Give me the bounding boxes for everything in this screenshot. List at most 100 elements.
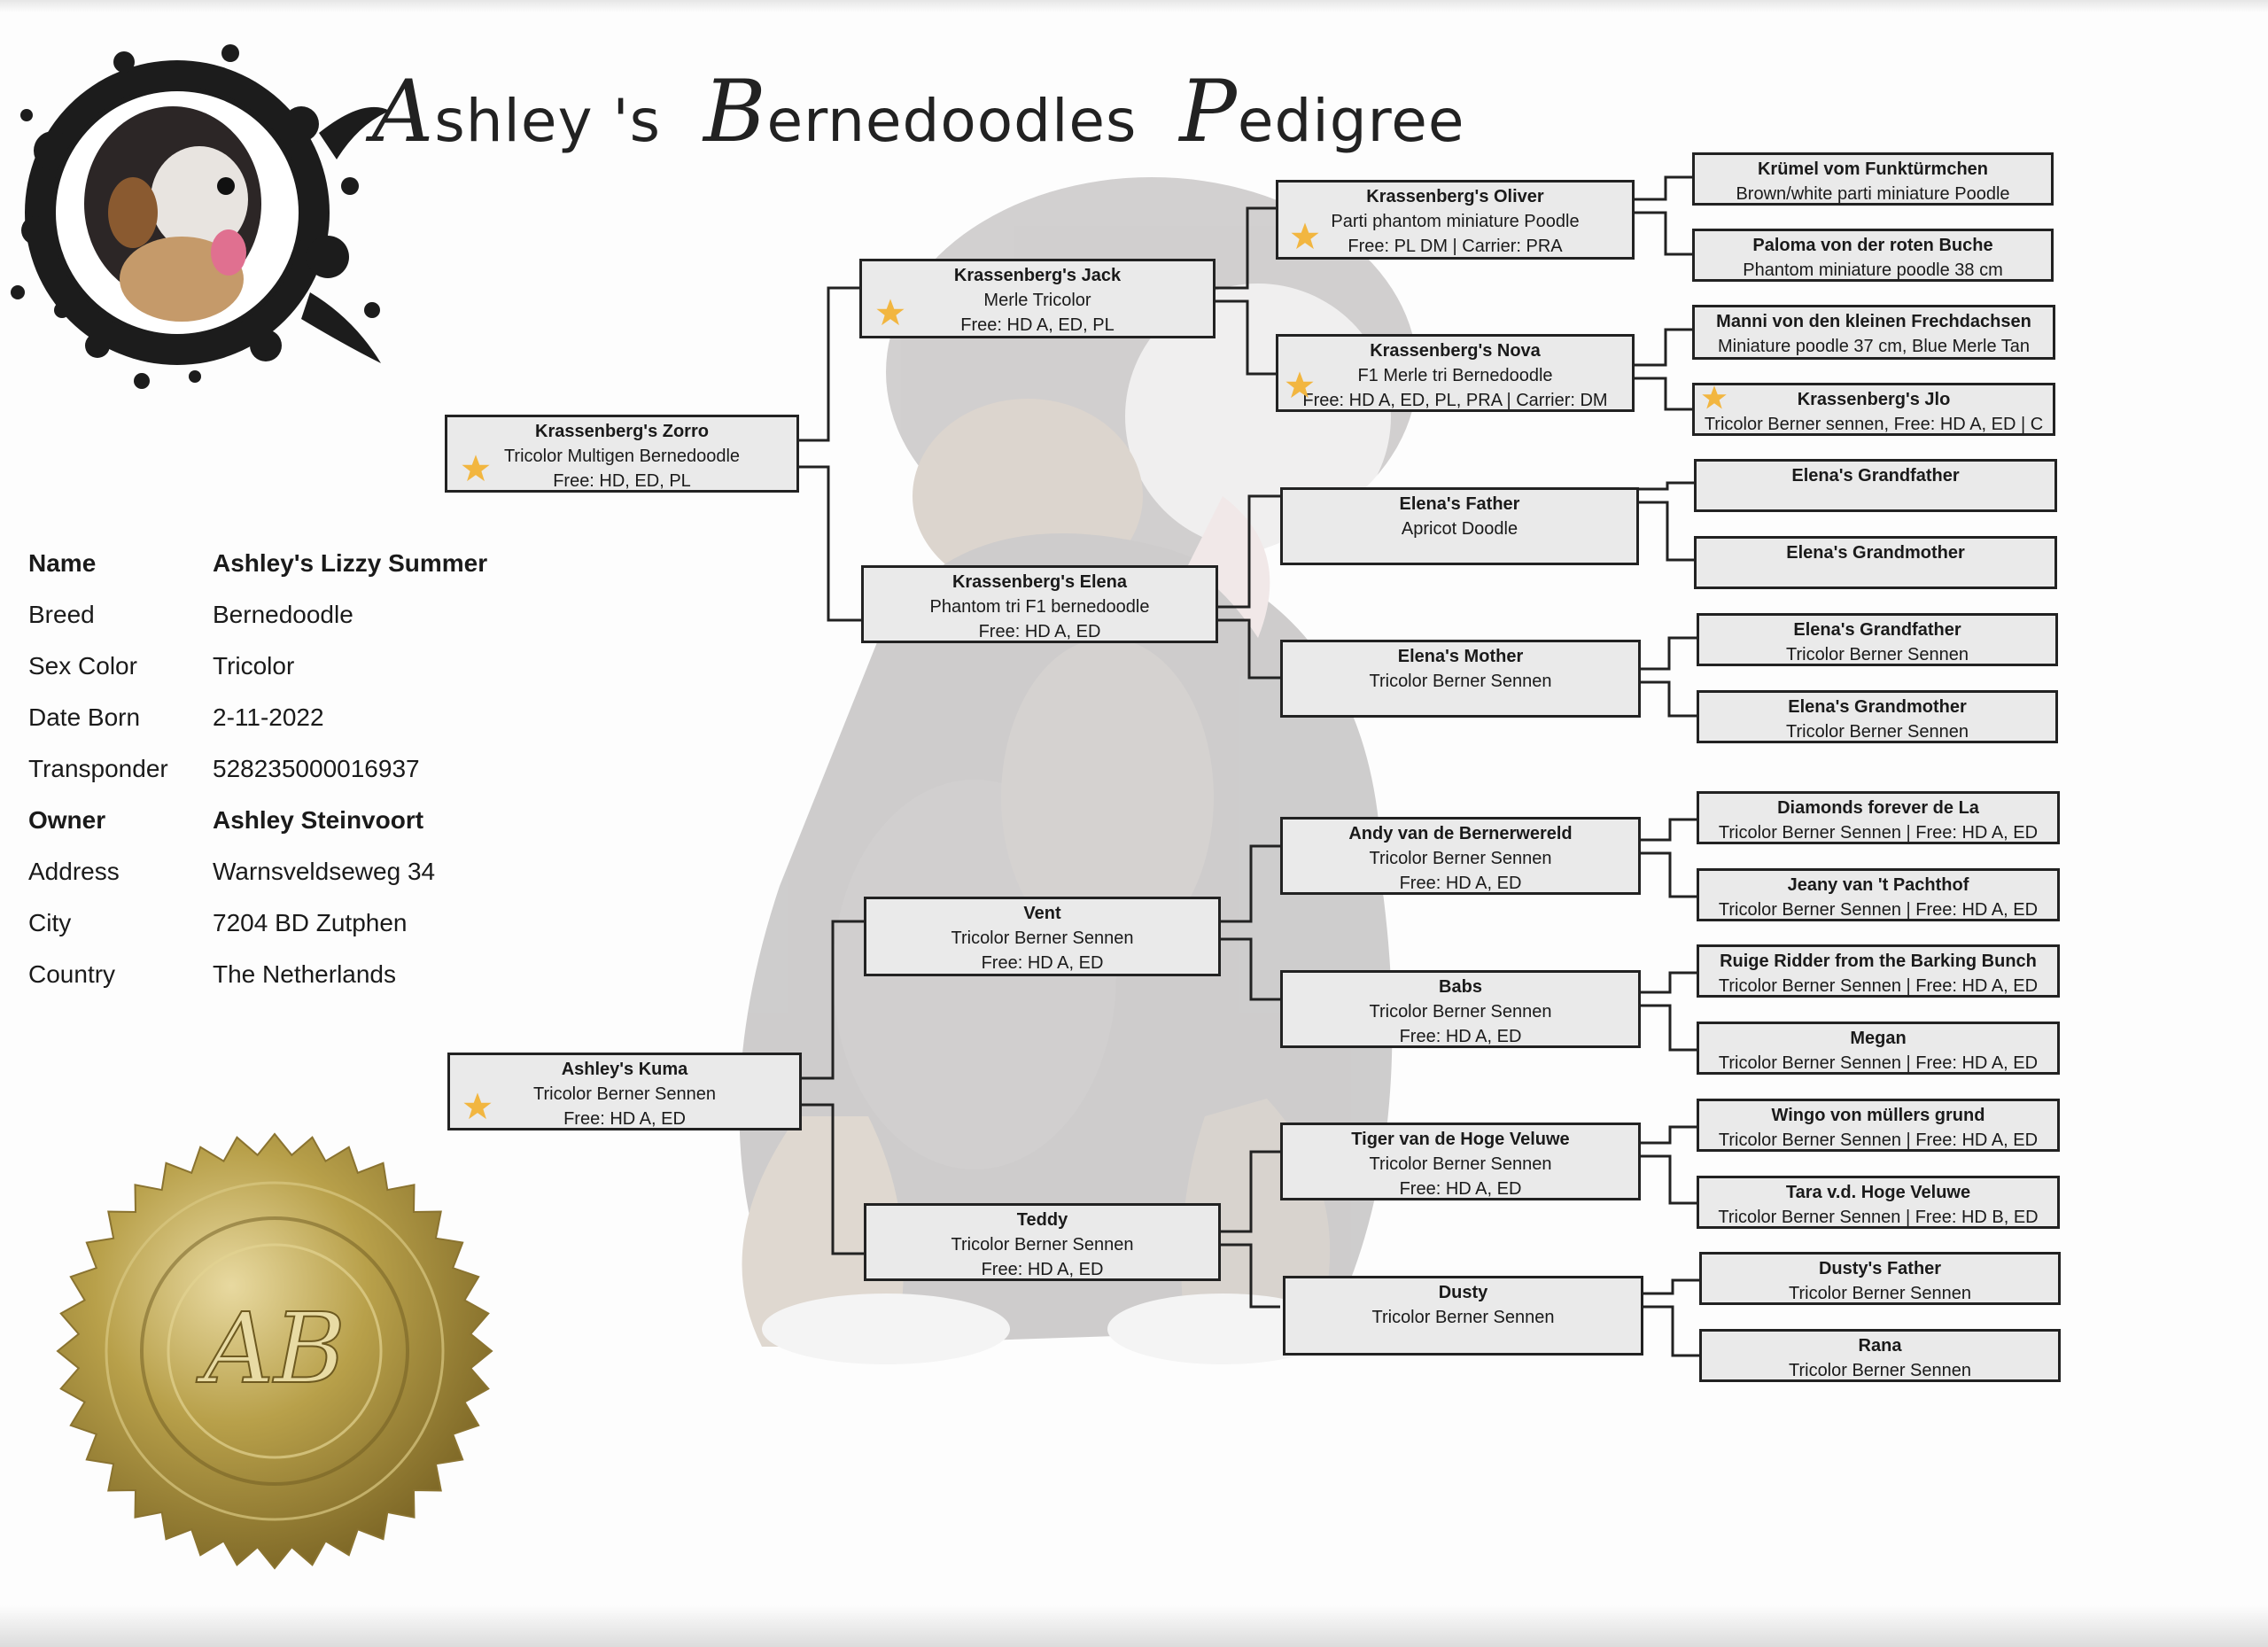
pedigree-box-gen3-6: Babs Tricolor Berner Sennen Free: HD A, … xyxy=(1280,970,1641,1048)
scan-edge-bottom xyxy=(0,1605,2268,1647)
pedigree-line: Tricolor Berner Sennen | Free: HD A, ED xyxy=(1718,1053,2039,1073)
pedigree-line: Tricolor Berner Sennen xyxy=(1785,645,1969,664)
pedigree-name: Megan xyxy=(1850,1029,1907,1048)
pedigree-line: Free: HD A, ED, PL, PRA | Carrier: DM xyxy=(1302,391,1608,410)
pedigree-line: Tricolor Berner Sennen | Free: HD A, ED xyxy=(1718,900,2039,920)
pedigree-line: Tricolor Berner Sennen | Free: HD A, ED xyxy=(1718,823,2039,843)
pedigree-name: Jeany van 't Pachthof xyxy=(1787,875,1969,895)
pedigree-line: Free: HD, ED, PL xyxy=(553,471,691,491)
pedigree-box-gen4-16: Rana Tricolor Berner Sennen xyxy=(1699,1329,2061,1382)
pedigree-line: Free: HD A, ED xyxy=(981,1260,1104,1279)
pedigree-line: F1 Merle tri Bernedoodle xyxy=(1357,366,1553,385)
pedigree-name: Ruige Ridder from the Barking Bunch xyxy=(1720,952,2037,971)
pedigree-line: Free: HD A, ED xyxy=(1399,1179,1522,1199)
pedigree-box-sire-dam: Krassenberg's Elena Phantom tri F1 berne… xyxy=(861,565,1218,643)
info-label-date-born: Date Born xyxy=(28,703,141,731)
pedigree-line: Tricolor Berner sennen, Free: HD A, ED |… xyxy=(1704,415,2044,434)
pedigree-box-gen4-11: Ruige Ridder from the Barking Bunch Tric… xyxy=(1697,944,2060,998)
title-rest-1: shley 's xyxy=(434,87,662,155)
pedigree-line: Tricolor Multigen Bernedoodle xyxy=(503,447,741,466)
pedigree-name: Ashley's Kuma xyxy=(561,1060,688,1079)
info-label-address: Address xyxy=(28,858,120,885)
pedigree-line: Tricolor Berner Sennen xyxy=(951,1235,1134,1255)
pedigree-line: Tricolor Berner Sennen xyxy=(1369,672,1552,691)
pedigree-name: Diamonds forever de La xyxy=(1777,798,1979,818)
pedigree-line: Tricolor Berner Sennen | Free: HD A, ED xyxy=(1718,1130,2039,1150)
star-icon xyxy=(1285,371,1314,399)
gold-seal-icon: AB xyxy=(56,1132,493,1570)
pedigree-line: Brown/white parti miniature Poodle xyxy=(1736,184,2010,204)
pedigree-name: Elena's Father xyxy=(1399,494,1520,514)
pedigree-line: Free: HD A, ED xyxy=(1399,1027,1522,1046)
pedigree-line: Free: PL DM | Carrier: PRA xyxy=(1348,237,1563,256)
pedigree-name: Andy van de Bernerwereld xyxy=(1348,824,1573,843)
star-icon xyxy=(463,1092,492,1120)
info-value-address: Warnsveldseweg 34 xyxy=(213,858,436,885)
pedigree-box-gen4-13: Wingo von müllers grund Tricolor Berner … xyxy=(1697,1099,2060,1152)
info-value-breed: Bernedoodle xyxy=(213,601,353,628)
pedigree-name: Elena's Grandmother xyxy=(1786,543,1965,563)
pedigree-box-gen4-2: Paloma von der roten Buche Phantom minia… xyxy=(1692,229,2054,282)
pedigree-name: Krassenberg's Nova xyxy=(1370,341,1541,361)
pedigree-line: Free: HD A, ED, PL xyxy=(960,315,1115,335)
pedigree-box-gen4-12: Megan Tricolor Berner Sennen | Free: HD … xyxy=(1697,1022,2060,1075)
info-value-date-born: 2-11-2022 xyxy=(213,703,324,731)
info-value-owner: Ashley Steinvoort xyxy=(213,806,424,834)
pedigree-name: Krassenberg's Jlo xyxy=(1797,390,1951,409)
star-icon xyxy=(1291,222,1319,250)
scan-edge-top xyxy=(0,0,2268,12)
pedigree-box-gen4-1: Krümel vom Funktürmchen Brown/white part… xyxy=(1692,152,2054,206)
pedigree-line: Free: HD A, ED xyxy=(978,622,1101,641)
info-label-city: City xyxy=(28,909,72,936)
pedigree-line: Tricolor Berner Sennen | Free: HD A, ED xyxy=(1718,976,2039,996)
info-label-breed: Breed xyxy=(28,601,95,628)
info-label-owner: Owner xyxy=(28,806,106,834)
pedigree-line: Tricolor Berner Sennen xyxy=(532,1084,717,1104)
pedigree-line: Tricolor Berner Sennen xyxy=(1369,849,1552,868)
pedigree-name: Krassenberg's Elena xyxy=(951,572,1128,592)
info-label-name: Name xyxy=(28,549,97,577)
pedigree-line: Tricolor Berner Sennen xyxy=(1371,1308,1555,1327)
info-value-country: The Netherlands xyxy=(213,960,397,988)
pedigree-name: Tara v.d. Hoge Veluwe xyxy=(1785,1183,1971,1202)
pedigree-box-gen4-14: Tara v.d. Hoge Veluwe Tricolor Berner Se… xyxy=(1697,1176,2060,1229)
pedigree-box-dam-sire: Vent Tricolor Berner Sennen Free: HD A, … xyxy=(864,897,1221,976)
pedigree-box-gen3-7: Tiger van de Hoge Veluwe Tricolor Berner… xyxy=(1280,1123,1641,1200)
title-rest-3: edigree xyxy=(1237,87,1465,155)
pedigree-name: Dusty xyxy=(1438,1283,1488,1302)
pedigree-line: Tricolor Berner Sennen | Free: HD B, ED xyxy=(1718,1208,2039,1227)
pedigree-name: Krassenberg's Jack xyxy=(953,266,1122,285)
pedigree-name: Elena's Grandfather xyxy=(1791,466,1960,486)
pedigree-box-gen4-3: Manni von den kleinen Frechdachsen Minia… xyxy=(1692,305,2055,360)
bernedoodle-logo-icon xyxy=(11,44,390,389)
pedigree-name: Rana xyxy=(1858,1336,1902,1356)
info-value-sex-color: Tricolor xyxy=(213,652,295,680)
pedigree-box-gen3-3: Elena's Father Apricot Doodle xyxy=(1280,487,1639,565)
pedigree-box-gen4-9: Diamonds forever de La Tricolor Berner S… xyxy=(1697,791,2060,844)
pedigree-box-gen3-4: Elena's Mother Tricolor Berner Sennen xyxy=(1280,640,1641,718)
pedigree-box-gen4-4: Krassenberg's Jlo Tricolor Berner sennen… xyxy=(1692,383,2055,436)
pedigree-box-gen3-8: Dusty Tricolor Berner Sennen xyxy=(1283,1276,1643,1356)
pedigree-line: Free: HD A, ED xyxy=(563,1109,686,1129)
pedigree-line: Tricolor Berner Sennen xyxy=(1788,1361,1972,1380)
title-cap-3: P xyxy=(1179,62,1238,161)
pedigree-line: Apricot Doodle xyxy=(1401,519,1518,539)
pedigree-name: Babs xyxy=(1439,977,1482,997)
pedigree-box-gen3-2: Krassenberg's Nova F1 Merle tri Bernedoo… xyxy=(1276,334,1635,412)
star-icon xyxy=(1702,385,1727,409)
pedigree-box-dam: Ashley's Kuma Tricolor Berner Sennen Fre… xyxy=(447,1053,802,1130)
info-label-transponder: Transponder xyxy=(28,755,168,782)
pedigree-name: Teddy xyxy=(1016,1210,1068,1230)
pedigree-box-dam-dam: Teddy Tricolor Berner Sennen Free: HD A,… xyxy=(864,1203,1221,1281)
pedigree-line: Tricolor Berner Sennen xyxy=(1788,1284,1972,1303)
title-cap-2: B xyxy=(703,62,767,161)
pedigree-name: Dusty's Father xyxy=(1818,1259,1942,1278)
pedigree-line: Free: HD A, ED xyxy=(981,953,1104,973)
pedigree-line: Tricolor Berner Sennen xyxy=(1785,722,1969,742)
pedigree-line: Tricolor Berner Sennen xyxy=(1369,1002,1552,1022)
pedigree-box-sire: Krassenberg's Zorro Tricolor Multigen Be… xyxy=(445,415,799,493)
info-label-sex-color: Sex Color xyxy=(28,652,137,680)
info-value-city: 7204 BD Zutphen xyxy=(213,909,408,936)
